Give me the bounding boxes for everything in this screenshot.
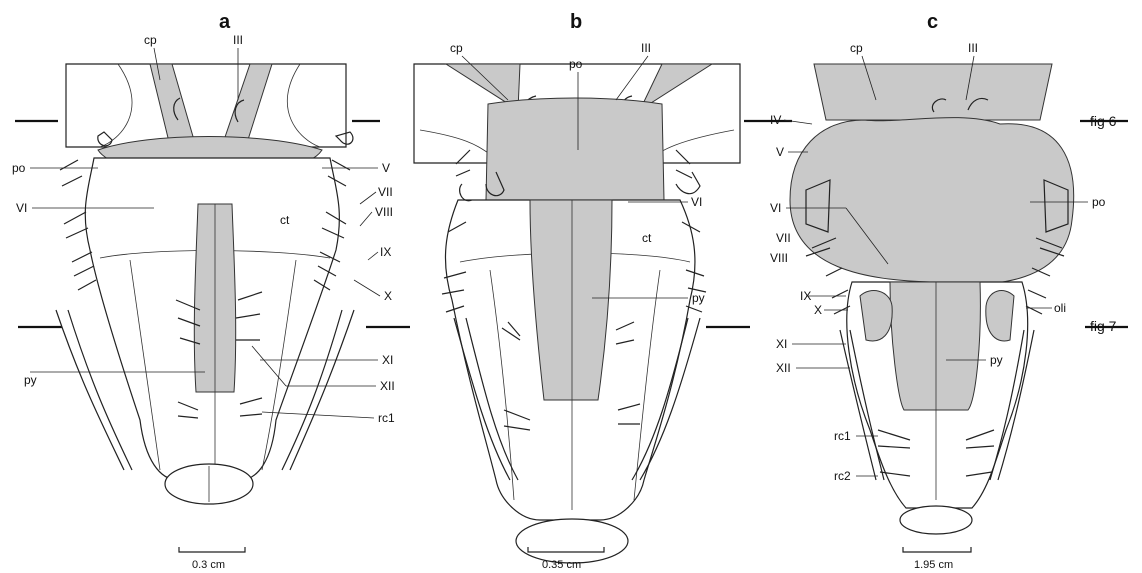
panel-c-scale-bar [903, 547, 971, 552]
label-V: V [776, 145, 784, 159]
section-marker-fig7: fig 7 [1090, 318, 1117, 334]
label-cp: cp [144, 33, 157, 47]
panel-a-scale-text: 0.3 cm [192, 559, 225, 571]
label-III: III [968, 41, 978, 55]
label-VI: VI [770, 201, 781, 215]
label-po: po [12, 161, 26, 175]
label-III: III [641, 41, 651, 55]
label-po: po [1092, 195, 1106, 209]
panel-b-scale-text: 0.35 cm [542, 559, 581, 571]
panel-a-scale-bar [179, 547, 245, 552]
section-marker-fig6: fig 6 [1090, 113, 1117, 129]
label-XI: XI [382, 353, 393, 367]
label-V: V [382, 161, 390, 175]
label-ct: ct [280, 213, 290, 227]
label-py: py [692, 291, 705, 305]
label-XII: XII [380, 379, 395, 393]
label-VII: VII [776, 231, 791, 245]
label-rc1: rc1 [834, 429, 851, 443]
label-rc2: rc2 [834, 469, 851, 483]
panel-b-letter: b [570, 11, 582, 33]
label-VII: VII [378, 185, 393, 199]
label-VI: VI [16, 201, 27, 215]
label-X: X [384, 289, 392, 303]
label-rc1: rc1 [378, 411, 395, 425]
label-cp: cp [850, 41, 863, 55]
label-XII: XII [776, 361, 791, 375]
label-IX: IX [380, 245, 391, 259]
label-ct: ct [642, 231, 652, 245]
label-VI: VI [691, 195, 702, 209]
panel-c: c [790, 11, 1074, 534]
label-po: po [569, 57, 583, 71]
label-py: py [24, 373, 37, 387]
panel-c-letter: c [927, 11, 938, 33]
label-XI: XI [776, 337, 787, 351]
label-py: py [990, 353, 1003, 367]
label-X: X [814, 303, 822, 317]
label-IV: IV [770, 113, 781, 127]
label-VIII: VIII [375, 205, 393, 219]
panel-a-letter: a [219, 11, 231, 33]
panel-a: a [56, 11, 354, 504]
label-cp: cp [450, 41, 463, 55]
panel-b: b [414, 11, 740, 563]
label-VIII: VIII [770, 251, 788, 265]
panel-c-scale-text: 1.95 cm [914, 559, 953, 571]
label-oli: oli [1054, 301, 1066, 315]
label-III: III [233, 33, 243, 47]
